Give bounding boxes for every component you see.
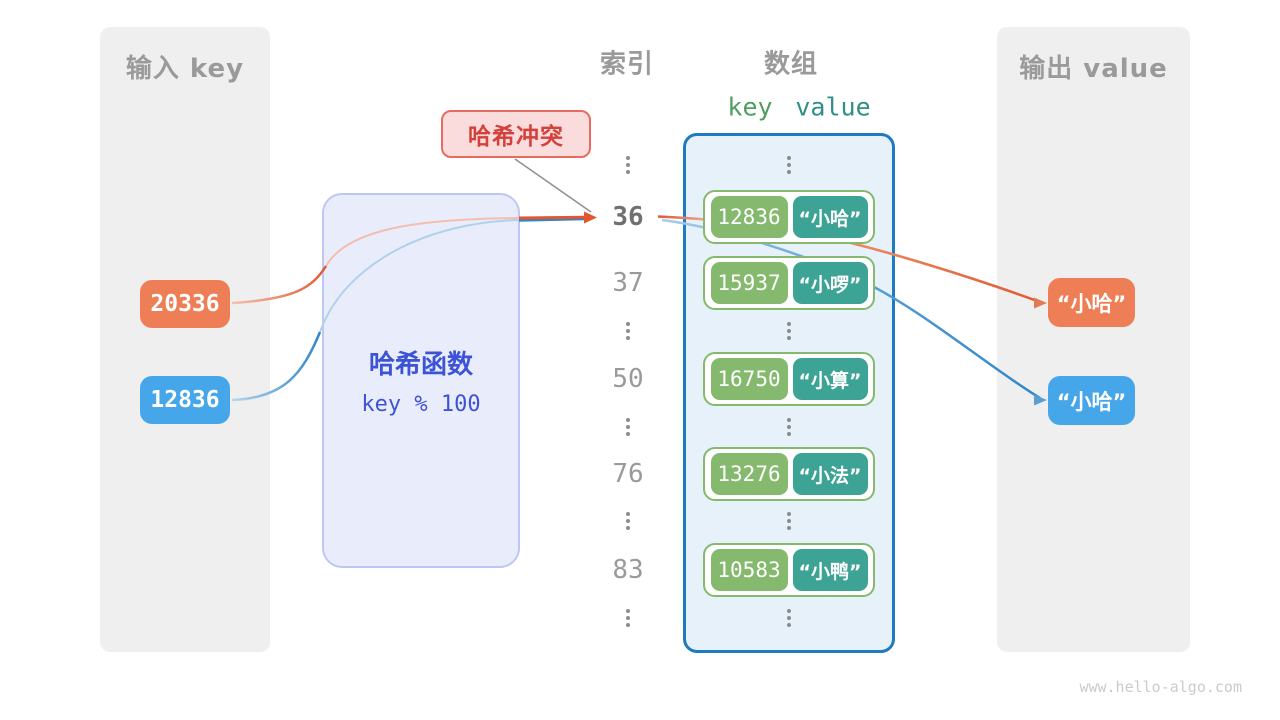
output-panel	[997, 27, 1190, 652]
bucket-value: “小鸭”	[792, 549, 868, 591]
bucket-key: 13276	[710, 453, 788, 495]
ellipsis-icon	[787, 609, 791, 627]
ellipsis-icon	[626, 418, 630, 436]
input-panel-title: 输入 key	[125, 54, 245, 84]
ellipsis-icon	[626, 156, 630, 174]
index-83: 83	[612, 555, 644, 585]
bucket-value: “小哈”	[792, 196, 868, 238]
bucket-key: 10583	[710, 549, 788, 591]
collision-badge: 哈希冲突	[441, 110, 591, 158]
hash-function-formula: key % 100	[361, 392, 481, 417]
flow-blue-to-index	[518, 217, 585, 222]
watermark: www.hello-algo.com	[1079, 678, 1242, 696]
bucket-key: 15937	[710, 262, 788, 304]
hash-function-title: 哈希函数	[368, 350, 473, 380]
bucket-pair-0: 12836 “小哈”	[703, 190, 875, 244]
index-column-title: 索引	[599, 49, 655, 80]
output-panel-title: 输出 value	[1019, 54, 1168, 84]
ellipsis-icon	[787, 512, 791, 530]
ellipsis-icon	[626, 609, 630, 627]
bucket-value: “小法”	[792, 453, 868, 495]
bucket-key: 12836	[710, 196, 788, 238]
input-panel	[100, 27, 270, 652]
index-76: 76	[612, 459, 644, 489]
array-column-title: 数组	[763, 49, 819, 80]
output-value-orange: “小哈”	[1048, 278, 1135, 327]
bucket-value: “小啰”	[792, 262, 868, 304]
input-key-12836: 12836	[140, 376, 230, 424]
flow-orange-to-index	[518, 215, 586, 220]
index-36: 36	[612, 202, 644, 232]
bucket-key: 16750	[710, 358, 788, 400]
ellipsis-icon	[787, 418, 791, 436]
ellipsis-icon	[787, 156, 791, 174]
bucket-pair-2: 16750 “小算”	[703, 352, 875, 406]
value-header: value	[795, 92, 871, 122]
output-value-blue: “小哈”	[1048, 376, 1135, 425]
bucket-value: “小算”	[792, 358, 868, 400]
index-37: 37	[612, 268, 644, 298]
index-arrowhead-icon	[584, 211, 597, 224]
key-header: key	[727, 92, 773, 122]
bucket-pair-1: 15937 “小啰”	[703, 256, 875, 310]
ellipsis-icon	[626, 322, 630, 340]
ellipsis-icon	[787, 322, 791, 340]
ellipsis-icon	[626, 512, 630, 530]
bucket-pair-3: 13276 “小法”	[703, 447, 875, 501]
bucket-pair-4: 10583 “小鸭”	[703, 543, 875, 597]
index-50: 50	[612, 364, 644, 394]
collision-callout-line	[514, 158, 592, 213]
input-key-20336: 20336	[140, 280, 230, 328]
